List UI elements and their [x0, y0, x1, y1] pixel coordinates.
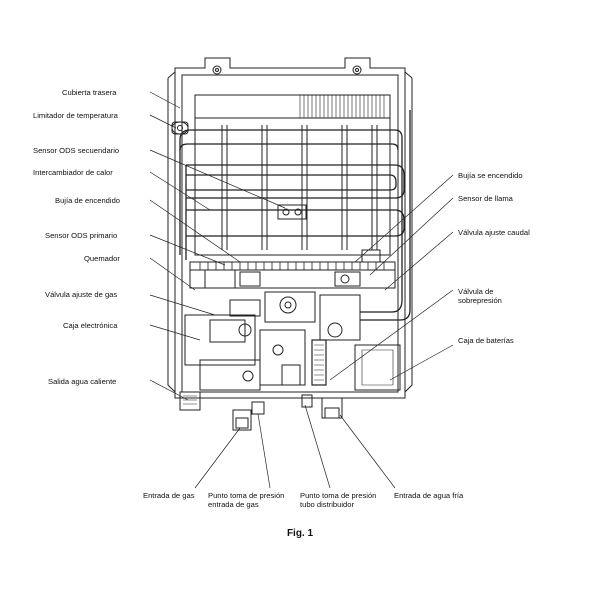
label-temperature-limiter: Limitador de temperatura: [33, 111, 118, 120]
label-electronic-box: Caja electrónica: [63, 321, 118, 330]
label-battery-box: Caja de baterías: [458, 336, 514, 345]
label-hot-water-outlet: Salida agua caliente: [48, 377, 117, 386]
label-gas-pressure-point: Punto toma de presión entrada de gas: [208, 491, 285, 509]
label-ignition-spark-right: Bujía se encendido: [458, 171, 523, 180]
label-cold-water-inlet: Entrada de agua fría: [394, 491, 464, 500]
temperature-limiter: [171, 121, 189, 135]
label-ods-secondary: Sensor ODS secuendario: [33, 146, 120, 155]
label-gas-valve: Válvula ajuste de gas: [45, 290, 118, 299]
leader-lines: [149, 91, 454, 489]
label-flame-sensor: Sensor de llama: [458, 194, 513, 203]
ods-secondary-sensor: [277, 204, 307, 220]
electronic-box: [184, 314, 261, 391]
bottom-connections: [179, 391, 343, 431]
label-back-cover: Cubierta trasera: [62, 88, 117, 97]
label-heat-exchanger: Intercambiador de calor: [33, 168, 113, 177]
battery-box: [354, 344, 401, 391]
figure-caption: Fig. 1: [286, 528, 314, 539]
back-cover: [167, 57, 413, 399]
heat-exchanger: [179, 94, 411, 321]
burner: [189, 249, 396, 289]
label-manifold-pressure-point: Punto toma de presión tubo distribuidor: [300, 491, 377, 509]
label-flow-valve: Válvula ajuste caudal: [458, 228, 530, 237]
label-ignition-spark: Bujía de encendido: [55, 196, 121, 205]
label-ods-primary: Sensor ODS primario: [45, 231, 118, 240]
label-burner: Quemador: [84, 254, 120, 263]
label-overpressure-valve: Válvula de sobrepresión: [458, 287, 502, 305]
label-gas-inlet: Entrada de gas: [143, 491, 195, 500]
gas-valve-assembly: [229, 291, 361, 386]
